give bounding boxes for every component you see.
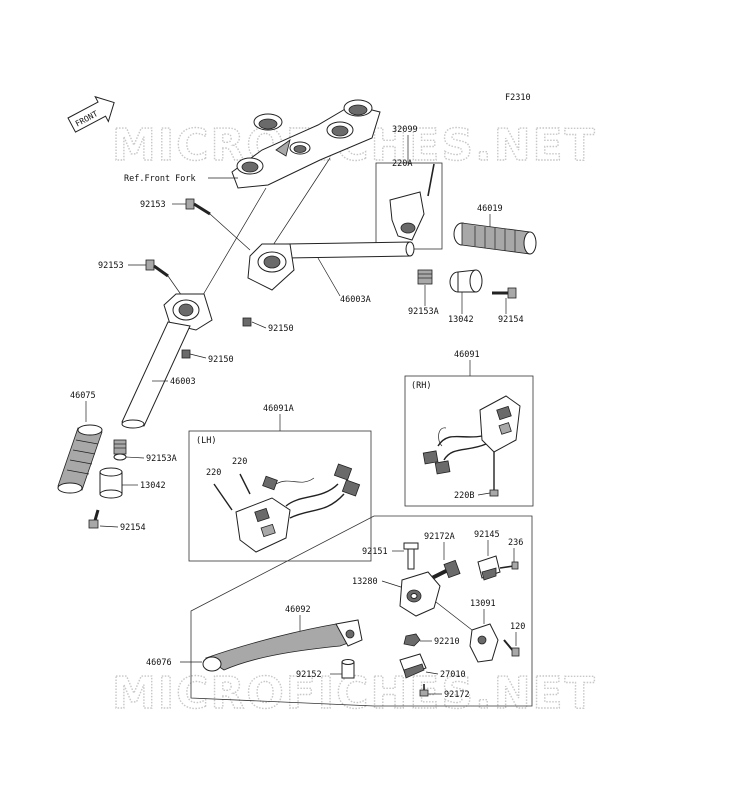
- lh-switch-housing: [213, 463, 361, 553]
- label-13280: 13280: [352, 577, 378, 587]
- throttle-grip: [453, 222, 537, 255]
- label-92153-left: 92153: [98, 261, 124, 271]
- upper-triple-clamp: [231, 99, 381, 189]
- label-46019: 46019: [477, 204, 503, 214]
- adjuster-92172A: [431, 559, 461, 580]
- label-46092: 46092: [285, 605, 311, 615]
- right-handlebar: [247, 241, 415, 291]
- clutch-lever: [202, 619, 363, 672]
- label-92154-mid: 92154: [498, 315, 524, 325]
- bolt-92153-left: [128, 259, 169, 278]
- pin-92151: [403, 542, 419, 570]
- label-92172A: 92172A: [424, 532, 455, 542]
- lever-holder-13280: [399, 571, 441, 617]
- label-13042-left: 13042: [140, 481, 166, 491]
- label-13042-mid: 13042: [448, 315, 474, 325]
- bar-end-92153A-right: [417, 269, 433, 285]
- label-92154-left: 92154: [120, 523, 146, 533]
- box-rh-switch: [404, 375, 534, 507]
- label-220B: 220B: [454, 491, 474, 501]
- label-13091: 13091: [470, 599, 496, 609]
- label-group-rh: (RH): [411, 381, 431, 391]
- rh-switch-housing: [422, 395, 521, 497]
- label-92145: 92145: [474, 530, 500, 540]
- label-46091: 46091: [454, 350, 480, 360]
- label-220A: 220A: [392, 159, 412, 169]
- label-92153A-left: 92153A: [146, 454, 177, 464]
- label-92150-b: 92150: [268, 324, 294, 334]
- label-220-a: 220: [206, 468, 221, 478]
- bolt-92150-right: [242, 317, 252, 327]
- collar-92152: [341, 659, 355, 679]
- cover-27010: [399, 653, 427, 679]
- screw-92172: [419, 684, 429, 697]
- box-lh-switch: [188, 430, 372, 562]
- label-group-lh: (LH): [196, 436, 216, 446]
- left-grip: [57, 424, 103, 494]
- bar-weight-13042-left: [99, 467, 123, 499]
- clamp-13091: [469, 623, 499, 663]
- label-32099: 32099: [392, 125, 418, 135]
- label-46003A: 46003A: [340, 295, 371, 305]
- label-92210: 92210: [434, 637, 460, 647]
- label-ref-front-fork: Ref.Front Fork: [124, 174, 196, 184]
- label-46076: 46076: [146, 658, 172, 668]
- bolt-92154-right: [492, 287, 517, 299]
- nut-92210: [403, 633, 421, 647]
- figure-code: F2310: [505, 93, 531, 103]
- label-220-b: 220: [232, 457, 247, 467]
- label-92172: 92172: [444, 690, 470, 700]
- bolt-120: [503, 639, 520, 657]
- label-92150-a: 92150: [208, 355, 234, 365]
- bolt-92153-top: [172, 198, 211, 216]
- left-handlebar: [121, 293, 213, 429]
- bar-weight-13042-right: [449, 269, 483, 293]
- bolt-92150-left: [181, 349, 191, 359]
- label-92152: 92152: [296, 670, 322, 680]
- box-clutch-lever: [190, 515, 533, 707]
- label-120: 120: [510, 622, 525, 632]
- spring-92145: [477, 555, 501, 581]
- label-46091A: 46091A: [263, 404, 294, 414]
- label-46003: 46003: [170, 377, 196, 387]
- label-92153-top: 92153: [140, 200, 166, 210]
- label-92153A-mid: 92153A: [408, 307, 439, 317]
- label-27010: 27010: [440, 670, 466, 680]
- label-236: 236: [508, 538, 523, 548]
- throttle-housing: [389, 163, 435, 241]
- bolt-92154-left: [88, 509, 100, 529]
- screw-236: [499, 561, 519, 570]
- bar-end-92153A-left: [113, 439, 127, 461]
- label-92151: 92151: [362, 547, 388, 557]
- label-46075: 46075: [70, 391, 96, 401]
